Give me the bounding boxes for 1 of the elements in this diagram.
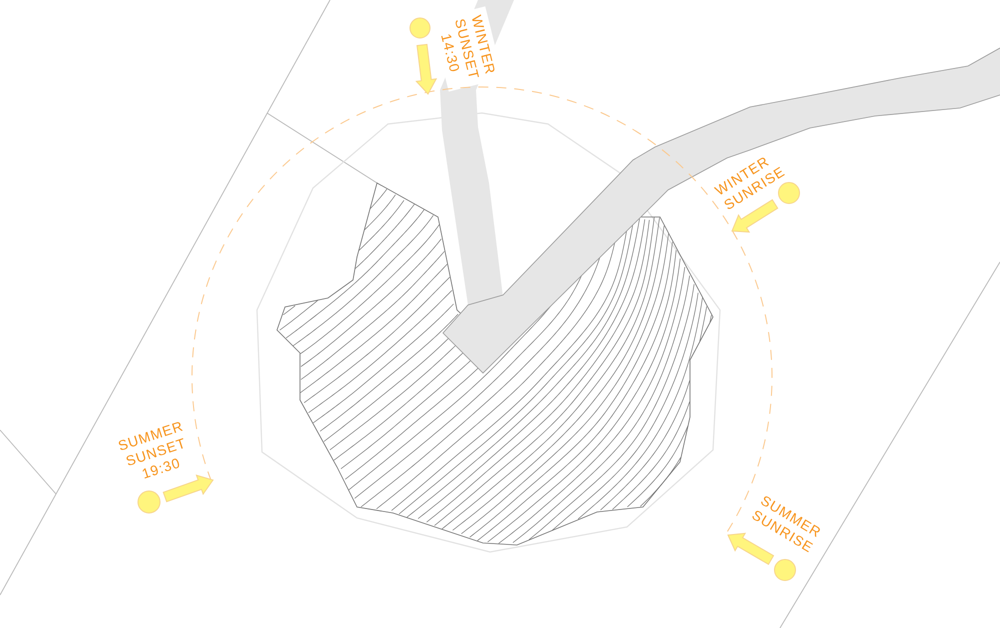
sun-label: WINTER SUNSET 14:30 <box>438 12 499 84</box>
